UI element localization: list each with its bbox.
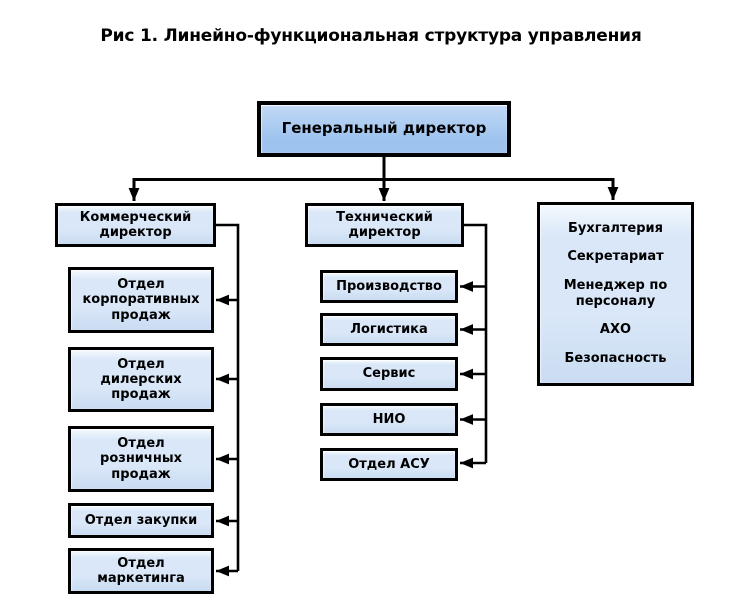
node-retail-sales-dept: Отдел розничных продаж <box>68 426 214 492</box>
node-corporate-sales-dept: Отдел корпоративных продаж <box>68 267 214 333</box>
node-production: Производство <box>320 270 458 303</box>
node-label: Технический директор <box>336 209 433 240</box>
node-label: Отдел корпоративных продаж <box>82 277 200 323</box>
node-marketing-dept: Отдел маркетинга <box>68 548 214 594</box>
node-label: Коммерческий директор <box>79 209 192 240</box>
node-dealer-sales-dept: Отдел дилерских продаж <box>68 347 214 412</box>
node-staff-functions: Бухгалтерия Секретариат Менеджер по перс… <box>537 202 694 386</box>
staff-item-hr-manager: Менеджер по персоналу <box>563 277 668 309</box>
node-label: НИО <box>372 411 406 427</box>
node-technical-director: Технический директор <box>305 203 464 247</box>
figure-title: Рис 1. Линейно-функциональная структура … <box>100 26 642 46</box>
root-branch-connector <box>128 157 619 201</box>
commercial-branch-connector <box>216 223 240 577</box>
technical-branch-connector <box>460 223 488 469</box>
node-label: Отдел розничных продаж <box>100 436 182 482</box>
node-label: Генеральный директор <box>281 119 487 138</box>
node-label: Логистика <box>350 321 428 337</box>
staff-item-accounting: Бухгалтерия <box>568 221 663 237</box>
node-logistics: Логистика <box>320 313 458 346</box>
node-service: Сервис <box>320 357 458 391</box>
node-purchasing-dept: Отдел закупки <box>68 503 214 538</box>
node-general-director: Генеральный директор <box>257 101 511 157</box>
staff-item-secretariat: Секретариат <box>567 249 664 265</box>
node-nio: НИО <box>320 403 458 436</box>
node-label: Сервис <box>362 366 416 382</box>
node-label: Отдел маркетинга <box>97 555 185 586</box>
node-acs-dept: Отдел АСУ <box>320 448 458 481</box>
node-label: Отдел закупки <box>84 512 198 528</box>
staff-item-security: Безопасность <box>564 350 667 366</box>
node-label: Отдел дилерских продаж <box>100 356 182 403</box>
staff-item-aho: АХО <box>599 322 632 338</box>
node-commercial-director: Коммерческий директор <box>55 203 216 247</box>
node-label: Производство <box>336 278 442 294</box>
node-label: Отдел АСУ <box>348 456 430 472</box>
